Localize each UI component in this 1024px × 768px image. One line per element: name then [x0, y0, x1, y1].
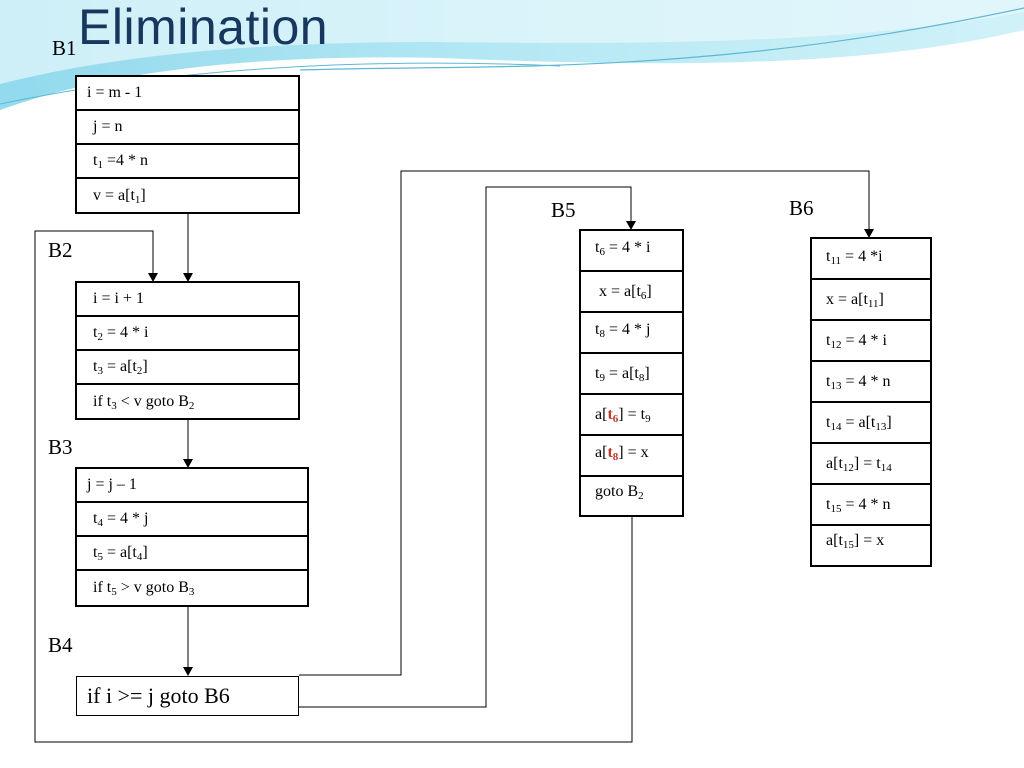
b6-row-5-text: t14 = a[t13] [826, 413, 892, 433]
block-label-b6: B6 [789, 196, 814, 220]
b5-row-2-text: x = a[t6] [599, 282, 652, 302]
b5-row-7: goto B2 [581, 477, 682, 515]
b3-row-4-text: if t5 > v goto B3 [93, 579, 195, 598]
b3-row-1: j = j – 1 [77, 469, 307, 503]
block-b6: t11 = 4 *i x = a[t11] t12 = 4 * i t13 = … [810, 237, 932, 567]
block-label-b2: B2 [48, 238, 73, 262]
b2-row-2-text: t2 = 4 * i [93, 324, 149, 343]
b3-row-2: t4 = 4 * j [77, 503, 307, 537]
b6-row-1: t11 = 4 *i [812, 239, 930, 280]
b5-row-1-text: t6 = 4 * i [595, 239, 651, 258]
b3-row-3: t5 = a[t4] [77, 537, 307, 571]
b5-row-3: t8 = 4 * j [581, 313, 682, 354]
b5-row-4: t9 = a[t8] [581, 354, 682, 395]
b2-row-4-text: if t3 < v goto B2 [93, 392, 195, 412]
b3-row-4: if t5 > v goto B3 [77, 571, 307, 605]
block-b3: j = j – 1 t4 = 4 * j t5 = a[t4] if t5 > … [75, 467, 309, 607]
b6-row-4: t13 = 4 * n [812, 362, 930, 403]
b5-row-1: t6 = 4 * i [581, 231, 682, 272]
block-label-b3: B3 [48, 435, 73, 459]
b6-row-2: x = a[t11] [812, 280, 930, 321]
b2-row-1: i = i + 1 [77, 283, 298, 317]
b1-row-3: t1 =4 * n [77, 145, 298, 179]
b5-row-5: a[t6] = t9 [581, 395, 682, 436]
b6-row-3-text: t12 = 4 * i [826, 331, 887, 351]
b6-row-1-text: t11 = 4 *i [826, 248, 883, 267]
b2-row-3: t3 = a[t2] [77, 351, 298, 385]
block-label-b1: B1 [52, 36, 77, 60]
block-label-b5: B5 [551, 198, 576, 222]
b6-row-3: t12 = 4 * i [812, 321, 930, 362]
page-title: Elimination [78, 0, 329, 55]
b6-row-7: t15 = 4 * n [812, 485, 930, 526]
b2-row-3-text: t3 = a[t2] [93, 358, 148, 377]
b6-row-6: a[t12] = t14 [812, 444, 930, 485]
b6-row-7-text: t15 = 4 * n [826, 495, 891, 515]
block-b4: if i >= j goto B6 [76, 676, 299, 716]
block-b2: i = i + 1 t2 = 4 * i t3 = a[t2] if t3 < … [75, 281, 300, 420]
b5-row-6-text: a[t8] = x [595, 444, 649, 463]
b1-row-2: j = n [77, 111, 298, 145]
b6-row-8-text: a[t15] = x [826, 532, 885, 551]
b5-row-5-text: a[t6] = t9 [595, 405, 651, 425]
b1-row-3-text: t1 =4 * n [93, 152, 148, 171]
b6-row-8: a[t15] = x [812, 526, 930, 564]
block-label-b4: B4 [48, 633, 73, 657]
b6-row-4-text: t13 = 4 * n [826, 372, 891, 392]
b6-row-6-text: a[t12] = t14 [826, 454, 892, 474]
edge-b5-loop-b2 [34, 230, 633, 743]
b5-row-6: a[t8] = x [581, 436, 682, 477]
b5-row-7-text: goto B2 [595, 483, 644, 502]
block-b5: t6 = 4 * i x = a[t6] t8 = 4 * j t9 = a[t… [579, 229, 684, 517]
edge-b4-b6 [299, 170, 874, 676]
b1-row-4: v = a[t1] [77, 179, 298, 212]
b3-row-3-text: t5 = a[t4] [93, 544, 148, 563]
b3-row-2-text: t4 = 4 * j [93, 510, 149, 529]
b1-row-1: i = m - 1 [77, 77, 298, 111]
edge-b4-b5 [299, 186, 636, 708]
block-b1: i = m - 1 j = n t1 =4 * n v = a[t1] [75, 75, 300, 214]
b1-row-4-text: v = a[t1] [93, 186, 146, 206]
b6-row-2-text: x = a[t11] [826, 290, 884, 310]
b5-row-4-text: t9 = a[t8] [595, 364, 650, 384]
b5-row-2: x = a[t6] [581, 272, 682, 313]
b5-row-3-text: t8 = 4 * j [595, 321, 651, 340]
b6-row-5: t14 = a[t13] [812, 403, 930, 444]
b2-row-2: t2 = 4 * i [77, 317, 298, 351]
b2-row-4: if t3 < v goto B2 [77, 385, 298, 418]
b4-text: if i >= j goto B6 [87, 683, 230, 708]
